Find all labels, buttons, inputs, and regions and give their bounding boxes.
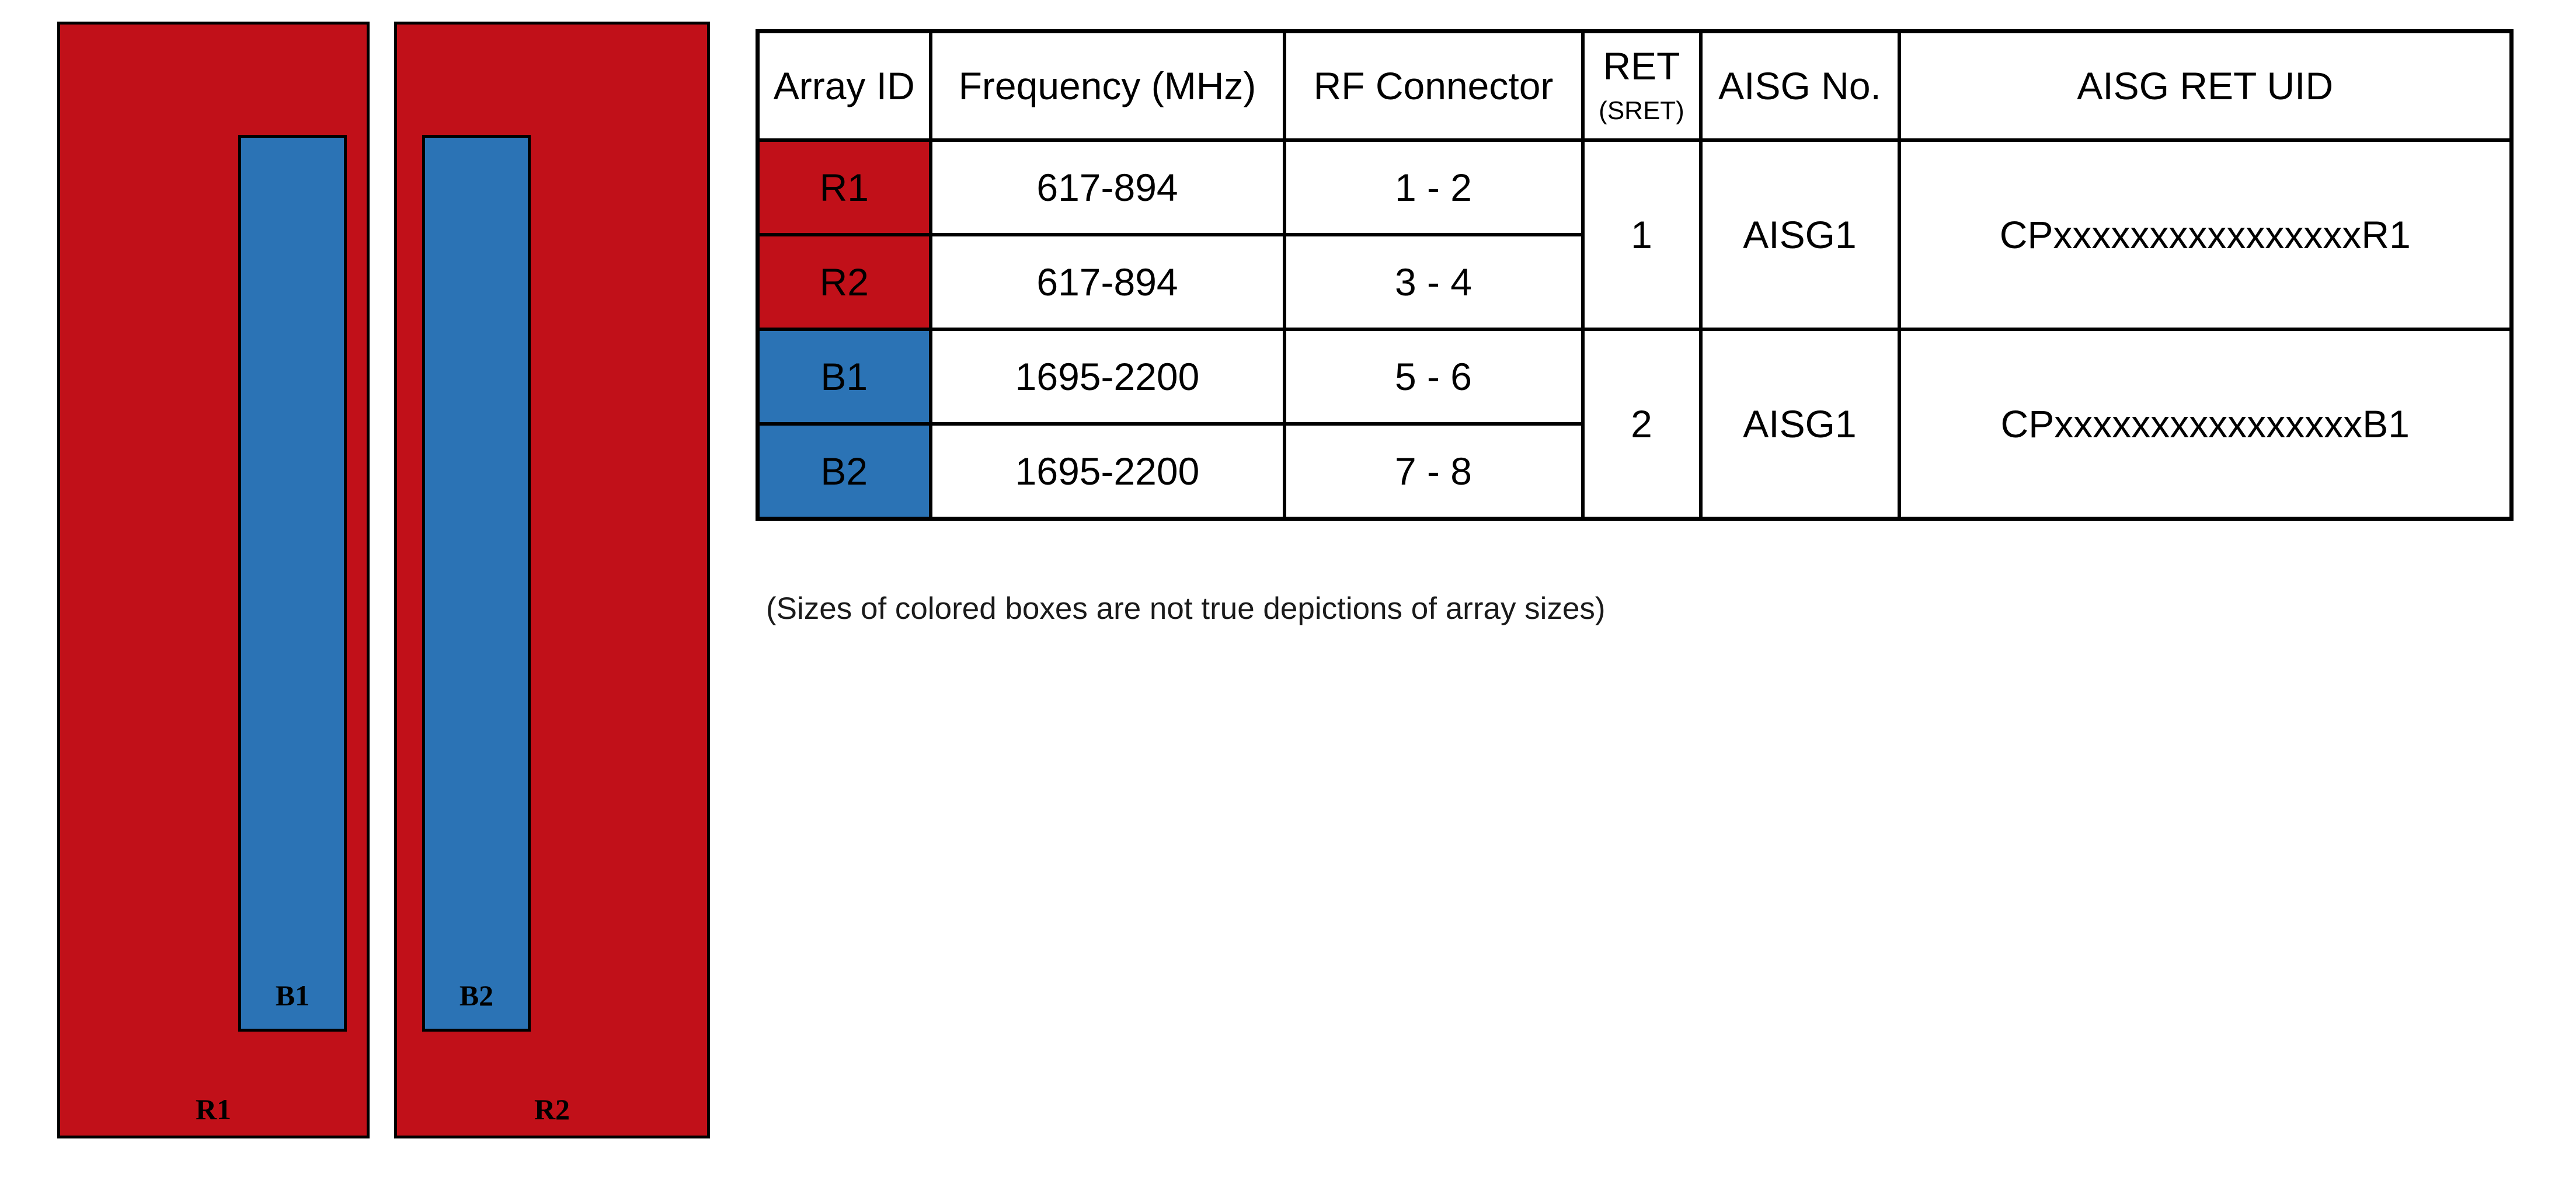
table-row-b2: B2 1695-2200 7 - 8 <box>756 422 2512 521</box>
col-header-rf-connector: RF Connector <box>1282 29 1585 142</box>
table-row-b1: B1 1695-2200 5 - 6 2 AISG1 CPxxxxxxxxxxx… <box>756 328 2514 521</box>
array-box-b2: B2 <box>422 135 531 1032</box>
col-header-array-id: Array ID <box>756 29 932 142</box>
col-header-frequency: Frequency (MHz) <box>928 29 1286 142</box>
array-id-cell: R2 <box>756 233 932 331</box>
aisg-no-cell: AISG1 <box>1698 138 1901 331</box>
aisg-ret-uid-cell: CPxxxxxxxxxxxxxxxxB1 <box>1897 328 2514 521</box>
frequency-cell: 617-894 <box>928 233 1286 331</box>
array-id-cell: B2 <box>756 422 932 521</box>
size-disclaimer-note: (Sizes of colored boxes are not true dep… <box>766 591 1606 626</box>
frequency-cell: 617-894 <box>928 138 1286 236</box>
rf-connector-cell: 5 - 6 <box>1282 328 1585 426</box>
col-header-aisg-no: AISG No. <box>1698 29 1901 142</box>
table-row-r1: R1 617-894 1 - 2 1 AISG1 CPxxxxxxxxxxxxx… <box>756 138 2514 331</box>
array-panel-r2: B2 R2 <box>394 22 710 1138</box>
aisg-ret-uid-cell: CPxxxxxxxxxxxxxxxxR1 <box>1897 138 2514 331</box>
table-header-row: Array ID Frequency (MHz) RF Connector RE… <box>756 29 2514 142</box>
aisg-no-cell: AISG1 <box>1698 328 1901 521</box>
array-panel-r2-label: R2 <box>534 1093 570 1126</box>
rf-connector-cell: 7 - 8 <box>1282 422 1585 521</box>
array-box-b1-label: B1 <box>275 979 310 1012</box>
ret-cell: 1 <box>1581 138 1703 331</box>
table-row-r2: R2 617-894 3 - 4 <box>756 233 2512 331</box>
col-header-aisg-ret-uid: AISG RET UID <box>1897 29 2514 142</box>
frequency-cell: 1695-2200 <box>928 328 1286 426</box>
ret-cell: 2 <box>1581 328 1703 521</box>
array-box-b2-label: B2 <box>459 979 494 1012</box>
array-box-b1: B1 <box>238 135 347 1032</box>
array-id-cell: B1 <box>756 328 932 426</box>
rf-configuration-table: Array ID Frequency (MHz) RF Connector RE… <box>756 29 2514 521</box>
array-panel-r1: B1 R1 <box>57 22 370 1138</box>
col-header-ret-sub: (SRET) <box>1599 96 1684 126</box>
col-header-ret: RET (SRET) <box>1581 29 1703 142</box>
array-id-cell: R1 <box>756 138 932 236</box>
frequency-cell: 1695-2200 <box>928 422 1286 521</box>
array-panel-r1-label: R1 <box>195 1093 232 1126</box>
rf-connector-cell: 3 - 4 <box>1282 233 1585 331</box>
rf-connector-cell: 1 - 2 <box>1282 138 1585 236</box>
col-header-ret-main: RET <box>1603 44 1680 88</box>
